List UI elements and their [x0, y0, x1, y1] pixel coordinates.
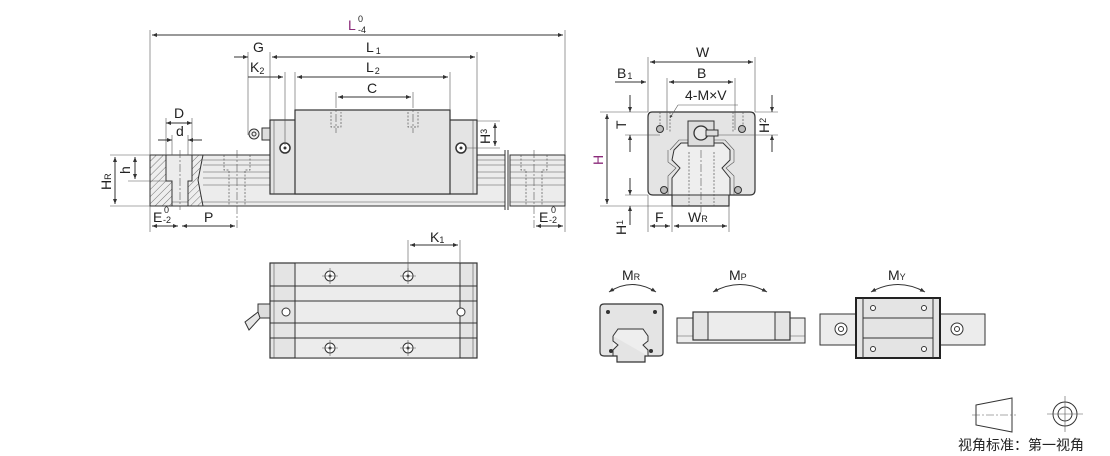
dim-label-H3: H3	[477, 129, 493, 144]
dim-label-4-MxV: 4-M×V	[685, 87, 727, 103]
dim-label-P: P	[204, 209, 213, 225]
projection-caption: 视角标准：第一视角	[958, 437, 1084, 453]
grease-nipple-icon	[248, 127, 271, 141]
moment-pitch-diagram: MP	[676, 267, 806, 344]
dim-label-H: H	[590, 155, 606, 165]
dim-label-K1: K1	[430, 229, 444, 245]
dim-label-W: W	[696, 44, 710, 60]
dim-label-WR: WR	[688, 209, 708, 225]
mounting-screw-icon	[656, 125, 746, 194]
dim-label-E-left: E	[153, 209, 162, 225]
top-view: K1	[244, 229, 478, 359]
dim-label-H2: H2	[756, 118, 772, 133]
dimensions-end	[600, 57, 778, 232]
dim-label-E-right-lower-tol: -2	[549, 215, 557, 225]
dim-label-K2: K2	[250, 59, 264, 76]
carriage-block-side	[248, 100, 478, 195]
dim-label-L2: L2	[366, 59, 380, 76]
moment-yaw-diagram: MY	[819, 267, 986, 359]
label-MR: MR	[622, 267, 641, 283]
dim-label-HR: HR	[98, 173, 114, 190]
dim-label-H1: H1	[613, 220, 629, 235]
grease-nipple-icon	[244, 303, 271, 331]
dim-label-B1: B1	[617, 65, 632, 81]
dim-label-E-left-lower-tol: -2	[163, 215, 171, 225]
dim-label-L-lower-tol: -4	[358, 25, 366, 35]
moment-roll-diagram: MR	[599, 267, 664, 363]
label-MP: MP	[729, 267, 747, 283]
dim-label-L: L	[348, 17, 356, 33]
dim-label-D: D	[174, 105, 184, 121]
side-view: L 0 -4 G L1 K2 L2 C D d h HR H3 E 0 -2 P…	[98, 14, 566, 232]
end-view: W B1 B 4-M×V T H H2 H1 F WR	[590, 44, 778, 235]
dim-label-F: F	[655, 209, 664, 225]
dim-label-T: T	[613, 120, 629, 129]
dimensions-side	[110, 30, 566, 232]
label-MY: MY	[888, 267, 906, 283]
dim-label-d: d	[176, 123, 184, 139]
dim-label-B: B	[697, 65, 706, 81]
dim-label-E-left-upper-tol: 0	[164, 205, 169, 215]
dim-label-h: h	[117, 166, 133, 174]
dim-label-C: C	[367, 80, 377, 96]
dim-label-E-right: E	[539, 209, 548, 225]
dim-label-L-upper-tol: 0	[358, 14, 363, 24]
dim-label-E-right-upper-tol: 0	[551, 205, 556, 215]
dim-label-G: G	[253, 39, 264, 55]
first-angle-projection-symbol	[972, 396, 1083, 433]
